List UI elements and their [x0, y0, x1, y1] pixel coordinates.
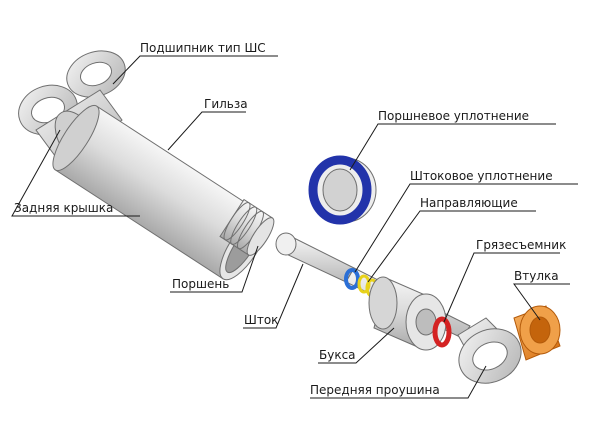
label-piston: Поршень — [172, 277, 229, 291]
label-bearing: Подшипник тип ШС — [140, 41, 266, 55]
label-piston-seal: Поршневое уплотнение — [378, 109, 529, 123]
label-rod-seal: Штоковое уплотнение — [410, 169, 553, 183]
sleeve — [45, 100, 276, 287]
label-wiper: Грязесъемник — [476, 238, 566, 252]
label-bushing: Втулка — [514, 269, 559, 283]
leader-piston-seal — [350, 124, 556, 170]
label-guides: Направляющие — [420, 196, 518, 210]
leader-bearing — [113, 56, 278, 84]
label-rear-cover: Задняя крышка — [14, 201, 113, 215]
label-gland: Букса — [319, 348, 356, 362]
leader-sleeve — [168, 112, 246, 150]
label-rod: Шток — [244, 313, 278, 327]
label-sleeve: Гильза — [204, 97, 248, 111]
piston-seal — [313, 158, 376, 222]
label-front-eye: Передняя проушина — [310, 383, 440, 397]
